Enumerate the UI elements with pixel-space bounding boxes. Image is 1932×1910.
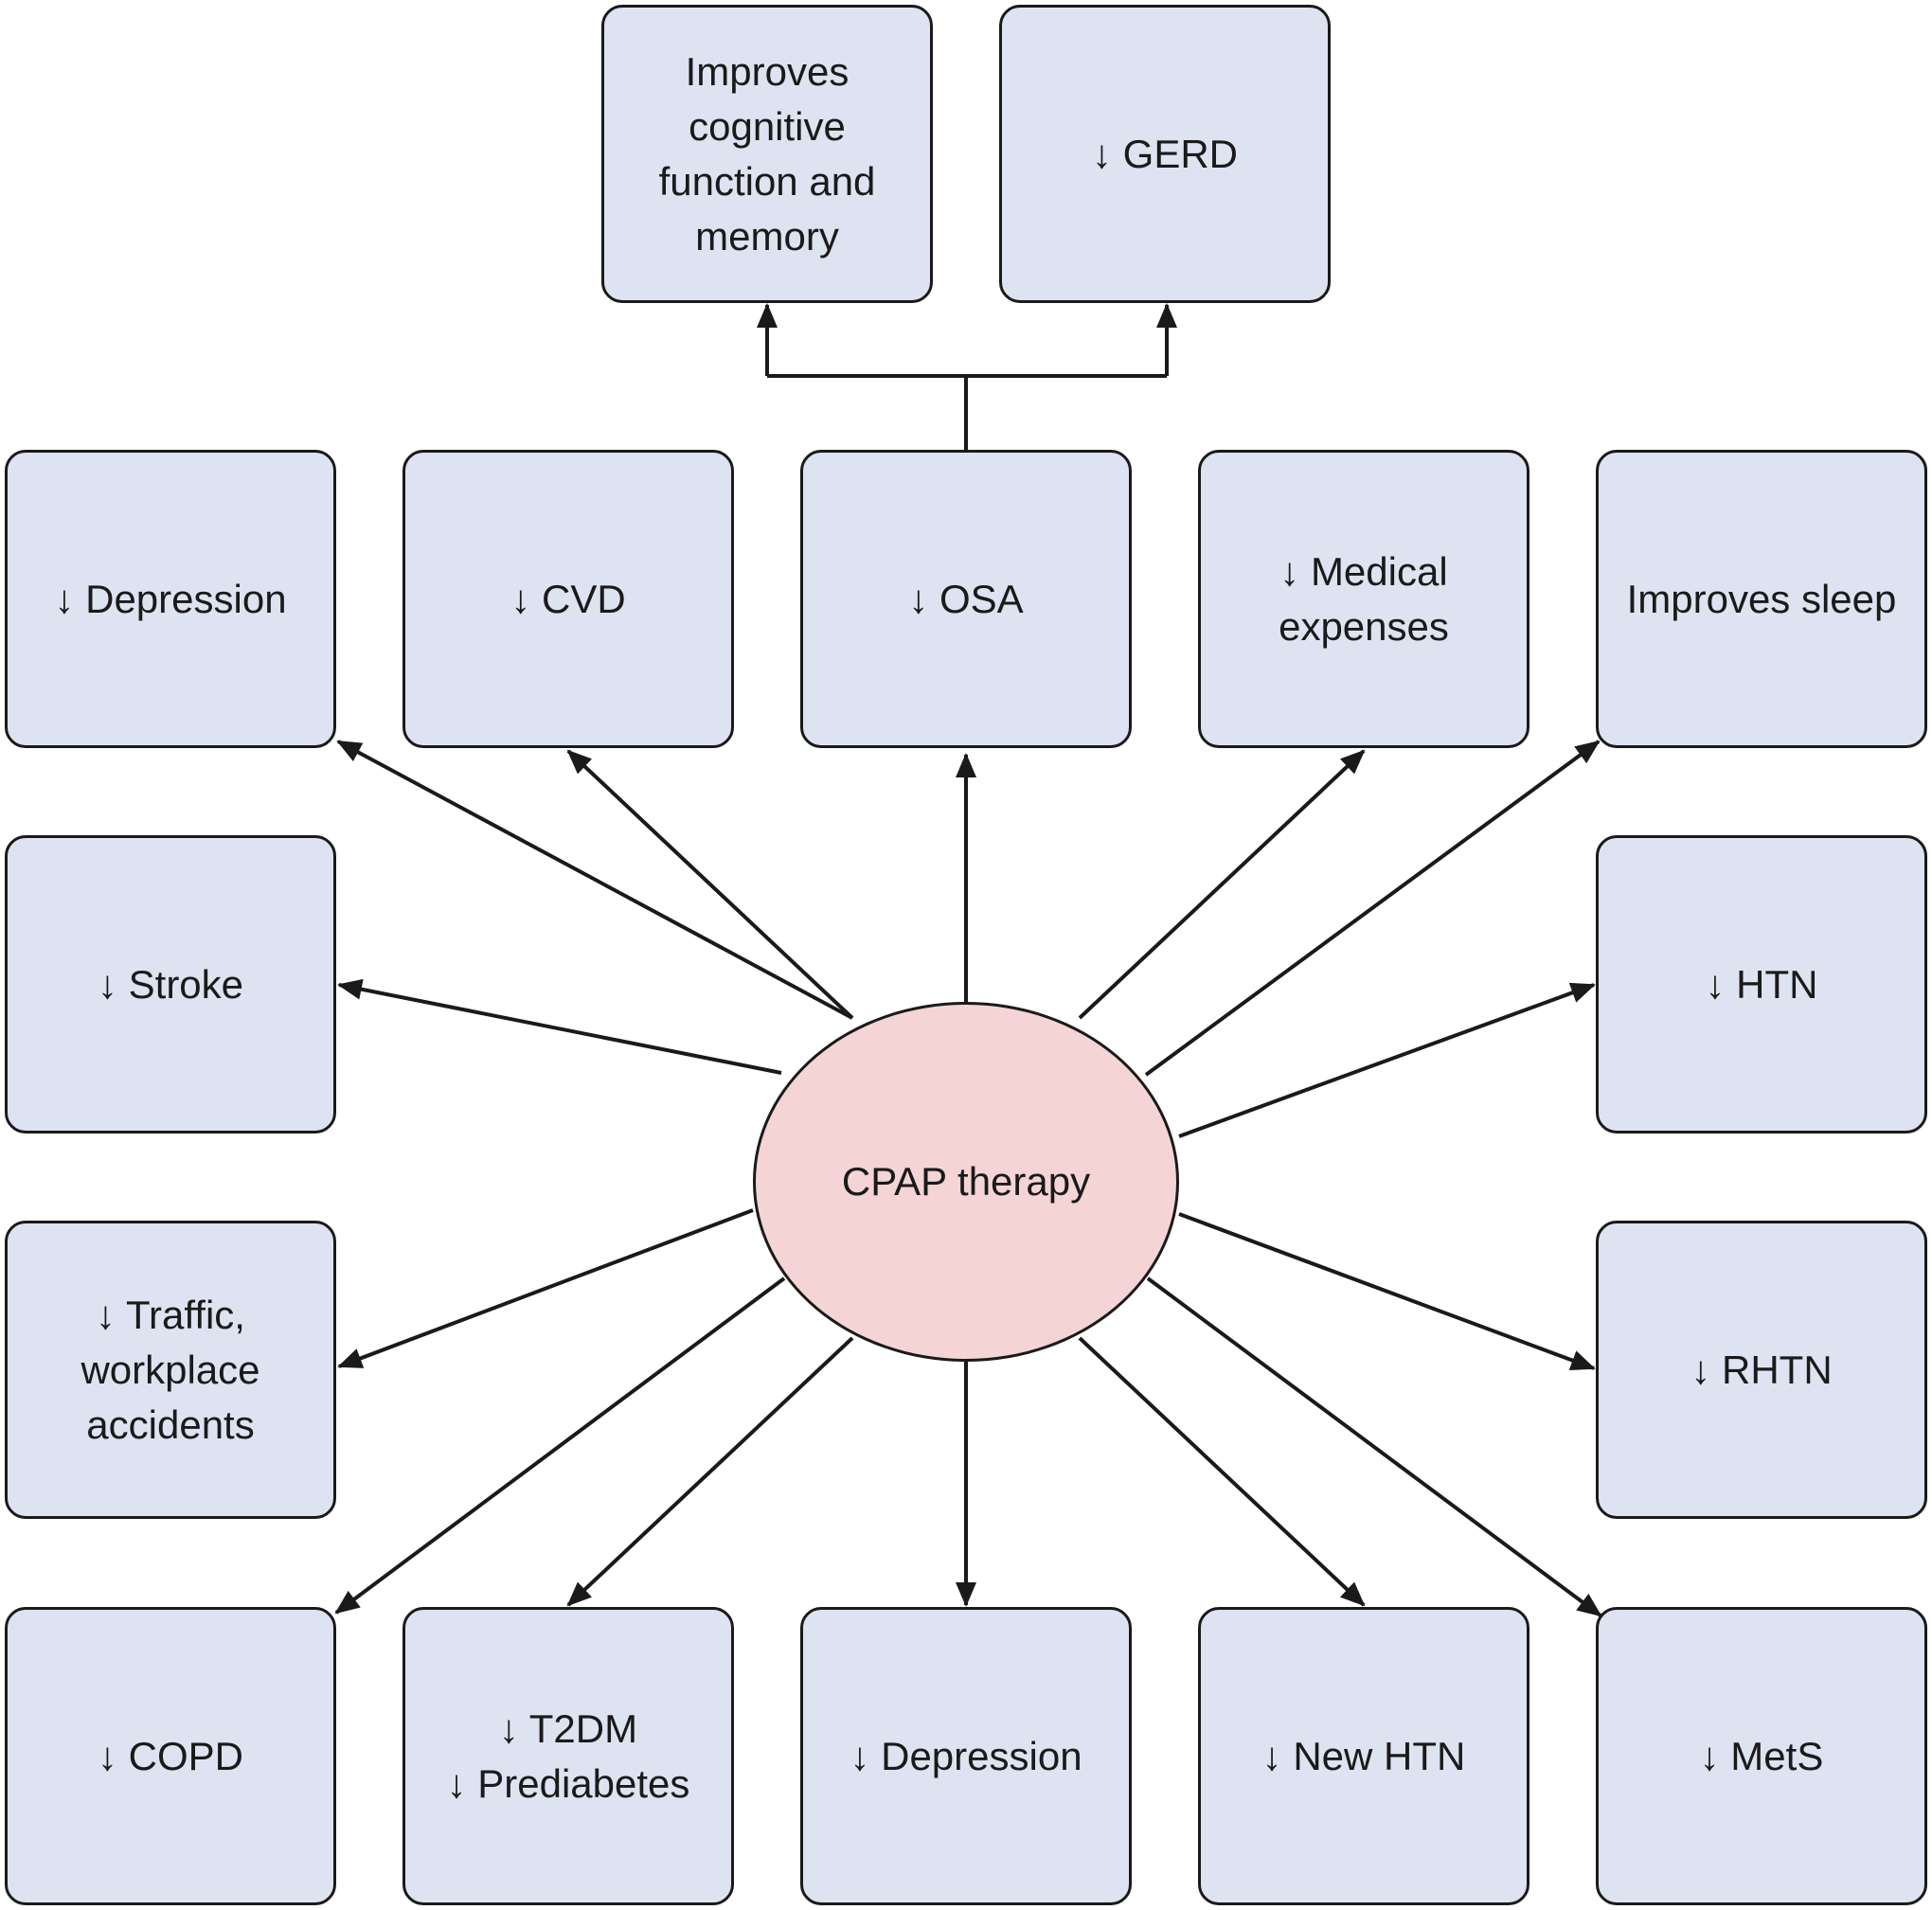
- box-t2dm: ↓ T2DM ↓ Prediabetes: [402, 1607, 734, 1905]
- box-text: ↓ COPD: [98, 1729, 243, 1784]
- box-improves-sleep: Improves sleep: [1596, 450, 1927, 748]
- box-text: ↓ New HTN: [1262, 1729, 1466, 1784]
- box-text-line: cognitive: [689, 103, 846, 149]
- box-osa: ↓ OSA: [800, 450, 1132, 748]
- box-text-line: ↓ Depression: [850, 1733, 1082, 1778]
- box-text: ↓ MetS: [1700, 1729, 1824, 1784]
- box-text: Improves sleep: [1627, 572, 1897, 627]
- arrow-to-mets: [1146, 1276, 1602, 1617]
- box-text: ↓ Medical expenses: [1279, 544, 1449, 654]
- arrow-to-rhtn: [1178, 1212, 1596, 1370]
- box-text-line: Improves sleep: [1626, 576, 1897, 621]
- arrow-to-depression-top: [336, 740, 853, 1020]
- arrow-to-medical-expenses: [1078, 749, 1366, 1020]
- box-depression-bottom: ↓ Depression: [800, 1607, 1132, 1905]
- box-text: ↓ RHTN: [1690, 1343, 1832, 1398]
- box-htn: ↓ HTN: [1596, 835, 1927, 1134]
- box-traffic: ↓ Traffic, workplace accidents: [5, 1221, 336, 1519]
- box-gerd: ↓ GERD: [999, 5, 1331, 303]
- box-text: ↓ GERD: [1092, 127, 1238, 182]
- box-text-line: ↓ RHTN: [1690, 1347, 1833, 1392]
- cpap-therapy-node: CPAP therapy: [753, 1002, 1179, 1362]
- box-cvd: ↓ CVD: [402, 450, 734, 748]
- box-mets: ↓ MetS: [1596, 1607, 1927, 1905]
- box-text-line: ↓ Depression: [54, 576, 287, 621]
- box-text-line: memory: [695, 213, 839, 259]
- box-copd: ↓ COPD: [5, 1607, 336, 1905]
- arrow-to-stroke: [337, 978, 782, 1075]
- box-text-line: workplace: [80, 1347, 260, 1392]
- box-text-line: ↓ HTN: [1705, 961, 1818, 1007]
- box-text-line: ↓ Medical: [1279, 548, 1448, 594]
- box-text-line: ↓ Prediabetes: [446, 1760, 690, 1806]
- osa-branch-connector: [757, 303, 1177, 450]
- arrow-to-new-htn: [1078, 1336, 1366, 1607]
- box-text-line: expenses: [1279, 603, 1449, 649]
- box-text-line: function and: [658, 158, 876, 204]
- box-text: ↓ Depression: [54, 572, 286, 627]
- box-text-line: ↓ OSA: [908, 576, 1024, 621]
- box-text-line: ↓ T2DM: [498, 1705, 638, 1751]
- box-text-line: ↓ New HTN: [1261, 1733, 1466, 1778]
- arrow-to-cvd: [566, 749, 854, 1020]
- box-text-line: ↓ Stroke: [97, 961, 244, 1007]
- box-cognitive: Improves cognitive function and memory: [601, 5, 933, 303]
- box-rhtn: ↓ RHTN: [1596, 1221, 1927, 1519]
- box-text: Improves cognitive function and memory: [659, 45, 876, 264]
- box-text: ↓ HTN: [1706, 957, 1818, 1012]
- box-stroke: ↓ Stroke: [5, 835, 336, 1134]
- cpap-therapy-label: CPAP therapy: [841, 1159, 1091, 1204]
- box-text: ↓ T2DM ↓ Prediabetes: [447, 1702, 690, 1812]
- box-text: ↓ OSA: [908, 572, 1023, 627]
- arrow-to-improves-sleep: [1144, 740, 1601, 1077]
- box-text-line: ↓ COPD: [97, 1733, 243, 1778]
- arrow-to-copd: [334, 1276, 786, 1615]
- arrow-to-htn: [1178, 982, 1596, 1138]
- box-text-line: ↓ MetS: [1699, 1733, 1824, 1778]
- box-new-htn: ↓ New HTN: [1198, 1607, 1530, 1905]
- arrow-to-traffic: [337, 1208, 754, 1368]
- box-text: ↓ CVD: [510, 572, 625, 627]
- box-text: ↓ Depression: [850, 1729, 1082, 1784]
- arrow-to-t2dm: [566, 1336, 854, 1607]
- box-text-line: ↓ CVD: [510, 576, 626, 621]
- box-medical-expenses: ↓ Medical expenses: [1198, 450, 1530, 748]
- box-text-line: ↓ GERD: [1091, 131, 1238, 176]
- box-text: ↓ Traffic, workplace accidents: [80, 1288, 259, 1453]
- box-text-line: accidents: [86, 1401, 255, 1447]
- box-text-line: Improves: [685, 48, 850, 94]
- box-text-line: ↓ Traffic,: [96, 1292, 245, 1337]
- box-text: ↓ Stroke: [98, 957, 243, 1012]
- box-depression-top: ↓ Depression: [5, 450, 336, 748]
